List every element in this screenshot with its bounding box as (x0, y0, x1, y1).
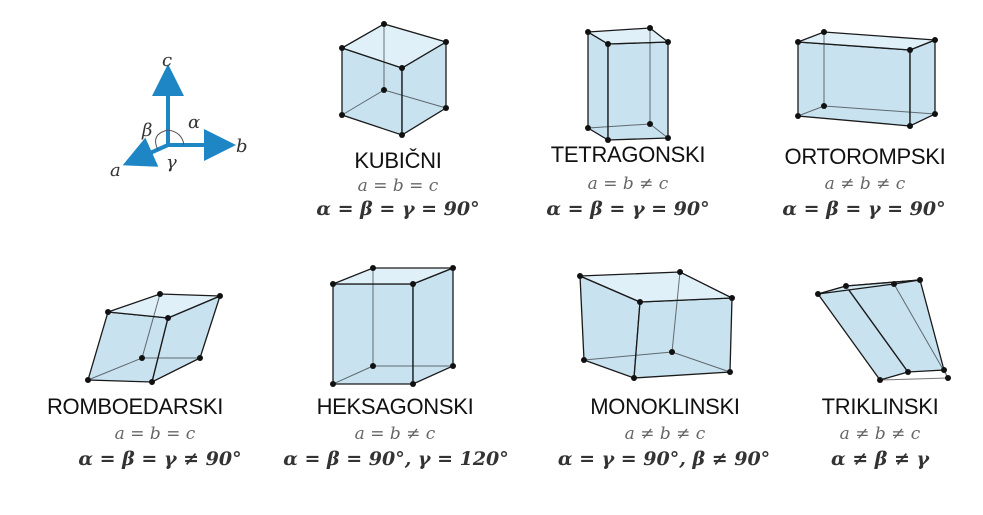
orthorhombic-cell (795, 29, 938, 129)
triclinic-cell (815, 277, 951, 383)
system-name-hexagonal: HEKSAGONSKI (316, 394, 474, 419)
angle-arc-beta (155, 129, 169, 151)
system-relation-orthorhombic: a ≠ b ≠ c (824, 174, 906, 194)
system-angles-tetragonal: α = β = γ = 90° (546, 198, 710, 220)
system-relation-tetragonal: a = b ≠ c (587, 174, 669, 194)
system-relation-rhombohedral: a = b = c (114, 424, 196, 444)
system-name-monoclinic: MONOKLINSKI (590, 394, 740, 419)
hexagonal-cell (330, 265, 456, 387)
system-angles-hexagonal: α = β = 90°, γ = 120° (283, 448, 509, 470)
angle-arc-alpha (167, 129, 185, 146)
angle-label-alpha: α (188, 112, 200, 133)
rhombohedral-cell (85, 291, 223, 385)
system-relation-cubic: a = b = c (357, 176, 439, 196)
axis-a (122, 137, 169, 167)
system-angles-cubic: α = β = γ = 90° (316, 198, 480, 220)
system-angles-orthorhombic: α = β = γ = 90° (782, 198, 946, 220)
system-angles-rhombohedral: α = β = γ ≠ 90° (78, 448, 242, 470)
system-name-rhombohedral: ROMBOEDARSKI (46, 394, 224, 419)
system-name-orthorhombic: ORTOROMPSKI (784, 144, 946, 169)
axis-label-a: a (110, 160, 121, 181)
tetragonal-cell (585, 25, 671, 143)
system-relation-monoclinic: a ≠ b ≠ c (624, 424, 706, 444)
angle-label-beta: β (141, 120, 152, 141)
angle-label-gamma: γ (166, 152, 177, 173)
system-name-cubic: KUBIČNI (354, 148, 442, 173)
cubic-cell (339, 21, 449, 138)
system-angles-triclinic: α ≠ β ≠ γ (830, 448, 930, 470)
axis-label-b: b (236, 136, 248, 157)
monoclinic-cell (577, 269, 735, 381)
system-angles-monoclinic: α = γ = 90°, β ≠ 90° (557, 448, 771, 470)
system-name-triclinic: TRIKLINSKI (821, 394, 939, 419)
system-relation-triclinic: a ≠ b ≠ c (839, 424, 921, 444)
system-name-tetragonal: TETRAGONSKI (550, 142, 706, 167)
system-relation-hexagonal: a = b ≠ c (354, 424, 436, 444)
axis-label-c: c (162, 50, 172, 71)
axes-legend: c b a β α γ (110, 50, 248, 181)
